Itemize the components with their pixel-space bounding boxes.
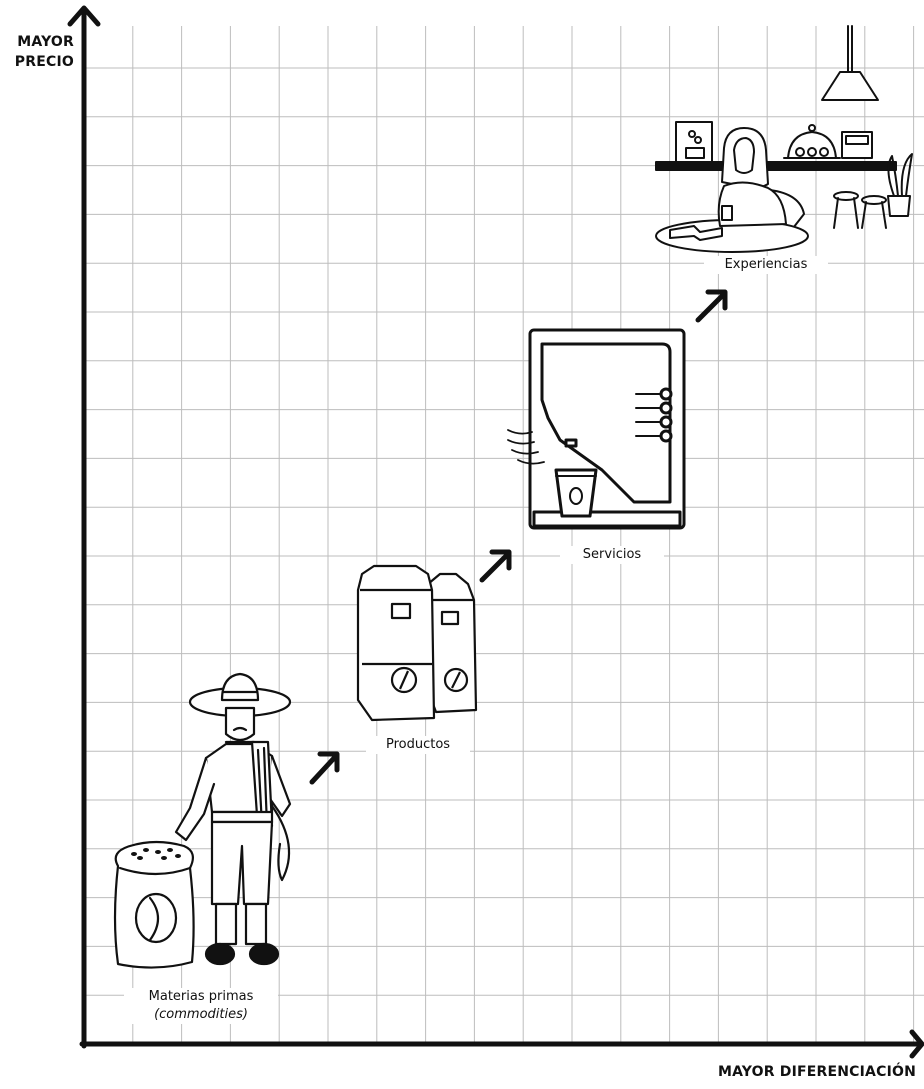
farmer-with-coffee-sack-icon [115, 674, 290, 968]
stage-label-materias-primas-title: Materias primas [149, 989, 254, 1004]
coffee-shop-scene-icon [656, 26, 912, 252]
grid [84, 26, 924, 1044]
stage-label-materias-primas: Materias primas (commodities) [124, 988, 278, 1024]
x-axis-label: MAYOR DIFERENCIACIÓN [718, 1062, 916, 1082]
x-axis [82, 1032, 922, 1056]
y-axis [70, 8, 98, 1046]
y-axis-label-line2: PRECIO [4, 52, 74, 72]
stage-label-materias-primas-sub: (commodities) [126, 1006, 276, 1024]
y-axis-label: MAYOR PRECIO [4, 32, 74, 72]
coffee-machine-icon [508, 330, 684, 528]
stage-label-servicios: Servicios [560, 546, 664, 564]
progress-arrow-1-icon [312, 754, 337, 782]
stage-label-experiencias: Experiencias [704, 256, 828, 274]
y-axis-label-line1: MAYOR [4, 32, 74, 52]
stage-label-productos: Productos [366, 736, 470, 754]
progress-arrow-3-icon [698, 292, 725, 320]
coffee-bags-icon [358, 566, 476, 720]
